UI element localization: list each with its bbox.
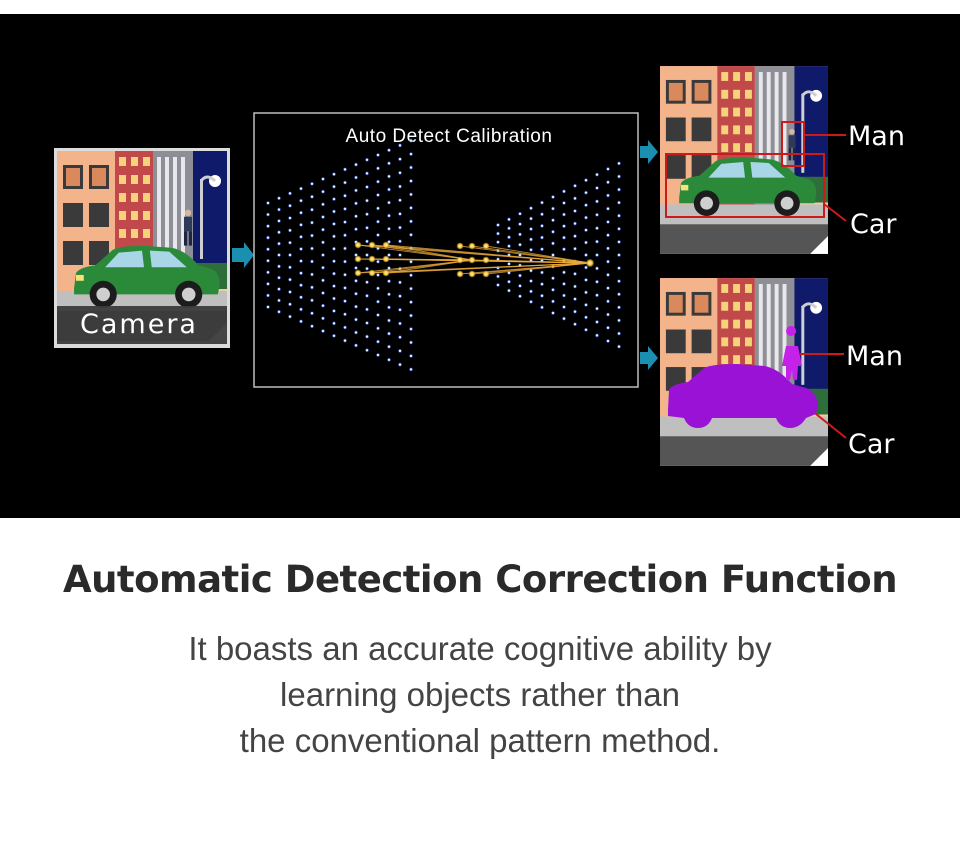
neural-network-icon	[265, 138, 622, 372]
car-bounding-box	[665, 153, 825, 218]
label-car-top: Car	[850, 209, 897, 240]
process-box	[253, 112, 639, 388]
detection-diagram: Camera Auto Detect Calibration Man Car M…	[54, 64, 905, 468]
page-title: Automatic Detection Correction Function	[62, 558, 898, 601]
description-line: learning objects rather than	[280, 676, 680, 713]
description-line: the conventional pattern method.	[239, 722, 721, 759]
car-segmentation-mask	[668, 364, 818, 428]
segmentation-output	[660, 276, 847, 468]
man-bounding-box	[781, 121, 805, 167]
camera-scene	[54, 148, 230, 348]
label-car-bottom: Car	[848, 429, 895, 460]
arrow-to-process-icon	[232, 242, 254, 268]
label-man-bottom: Man	[846, 341, 903, 372]
bounding-box-output	[660, 64, 847, 256]
process-title: Auto Detect Calibration	[346, 126, 553, 147]
description-line: It boasts an accurate cognitive ability …	[188, 630, 772, 667]
label-man-top: Man	[848, 121, 905, 152]
arrow-to-boxes-icon	[640, 140, 658, 164]
arrow-to-segmentation-icon	[640, 346, 658, 370]
man-segmentation-mask	[782, 326, 802, 380]
camera-label: Camera	[80, 309, 198, 340]
diagram-panel: Camera Auto Detect Calibration Man Car M…	[0, 14, 960, 518]
description: It boasts an accurate cognitive ability …	[0, 626, 960, 764]
